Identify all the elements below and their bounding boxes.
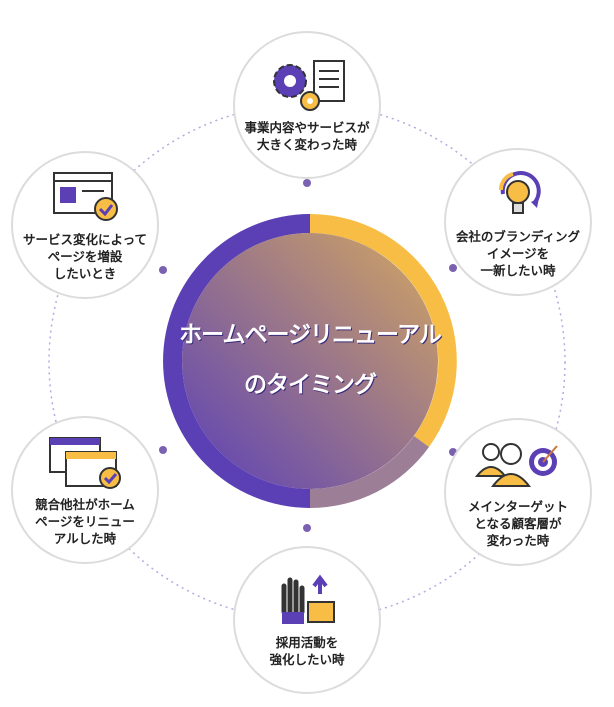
lightbulb-refresh-icon — [499, 170, 541, 214]
people-target-icon — [474, 442, 558, 487]
node-branding: 会社のブランディング イメージを 一新したい時 — [444, 148, 592, 296]
node-label: サービス変化によって ページを増設 したいとき — [22, 231, 147, 281]
center-title: ホームページリニューアル のタイミング — [160, 310, 460, 410]
node-label: 事業内容やサービスが 大きく変わった時 — [244, 120, 370, 152]
node-recruitment: 採用活動を 強化したい時 — [233, 546, 381, 694]
ring-purple — [163, 214, 310, 508]
windows-check-icon — [49, 436, 121, 489]
hand-briefcase-icon — [281, 574, 335, 624]
node-label: 採用活動を 強化したい時 — [269, 635, 345, 667]
node-label: 会社のブランディング イメージを 一新したい時 — [455, 228, 581, 278]
window-check-icon — [53, 171, 118, 221]
node-label: 競合他社がホーム ページをリニュー アルした時 — [35, 496, 135, 546]
center-title-line2: のタイミング — [244, 372, 377, 398]
center-title-line1: ホームページリニューアル — [179, 322, 442, 348]
node-competitor: 競合他社がホーム ページをリニュー アルした時 — [11, 416, 159, 564]
node-service-change: サービス変化によって ページを増設 したいとき — [11, 151, 159, 299]
connector-dots — [159, 179, 457, 532]
gears-document-icon — [273, 60, 345, 111]
ring-yellow — [310, 214, 457, 447]
ring-muted — [310, 436, 429, 508]
node-target-audience: メインターゲット となる顧客層が 変わった時 — [444, 418, 592, 566]
center-disc — [182, 233, 438, 489]
orbit-dotted-circle — [48, 103, 566, 621]
node-business-change: 事業内容やサービスが 大きく変わった時 — [233, 31, 381, 179]
node-label: メインターゲット となる顧客層が 変わった時 — [467, 498, 568, 548]
